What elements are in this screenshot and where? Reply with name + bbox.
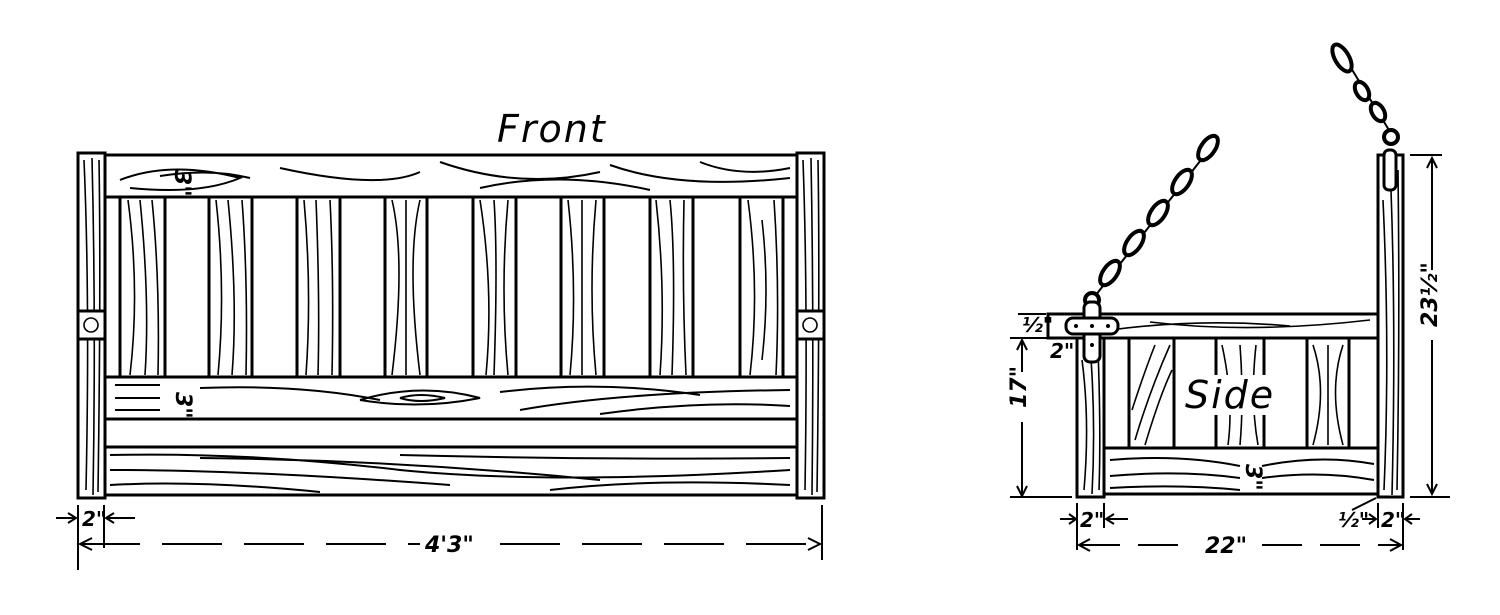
side-view: Side 3" 17" ½" 2" 23½"	[1007, 42, 1450, 559]
front-post-dim: 2"	[82, 507, 106, 531]
side-arm-dim: ½"	[1022, 313, 1053, 337]
front-top-rail	[103, 153, 799, 199]
front-title: Front	[497, 107, 607, 151]
side-back-height-dim: 23½"	[1418, 262, 1443, 327]
front-seat-rail	[103, 375, 799, 421]
side-dimensions: 17" ½" 2" 23½" 2" 2" ½"	[1007, 154, 1450, 559]
front-seat-rail-dim: 3"	[170, 392, 195, 419]
back-chain	[1330, 42, 1400, 146]
side-bracket-dim: 2"	[1050, 339, 1074, 363]
front-dimensions: 2" 4'3"	[56, 505, 823, 570]
front-chain	[1083, 133, 1220, 309]
back-bracket	[1382, 148, 1398, 192]
side-title: Side	[1185, 373, 1275, 417]
left-bolt-block	[76, 309, 107, 341]
front-gap	[103, 417, 799, 449]
front-view: Front 3" 3" 2" 4'3"	[56, 107, 826, 570]
side-half-dim: ½"	[1338, 508, 1369, 532]
front-overall-dim: 4'3"	[424, 533, 474, 558]
side-front-post-dim: 2"	[1080, 508, 1104, 532]
side-overall-dim: 22"	[1205, 534, 1247, 559]
cross-bracket	[1064, 300, 1120, 364]
side-title-bg	[1180, 375, 1280, 415]
right-bolt-block	[795, 309, 826, 341]
bolt-head-icon	[802, 317, 818, 333]
side-rail-dim: 3"	[1240, 464, 1265, 491]
front-slats	[118, 195, 785, 379]
front-top-rail-dim: 3"	[169, 170, 194, 197]
side-back-post-dim: 2"	[1381, 508, 1405, 532]
side-seat-height-dim: 17"	[1007, 366, 1032, 408]
bolt-head-icon	[83, 317, 99, 333]
